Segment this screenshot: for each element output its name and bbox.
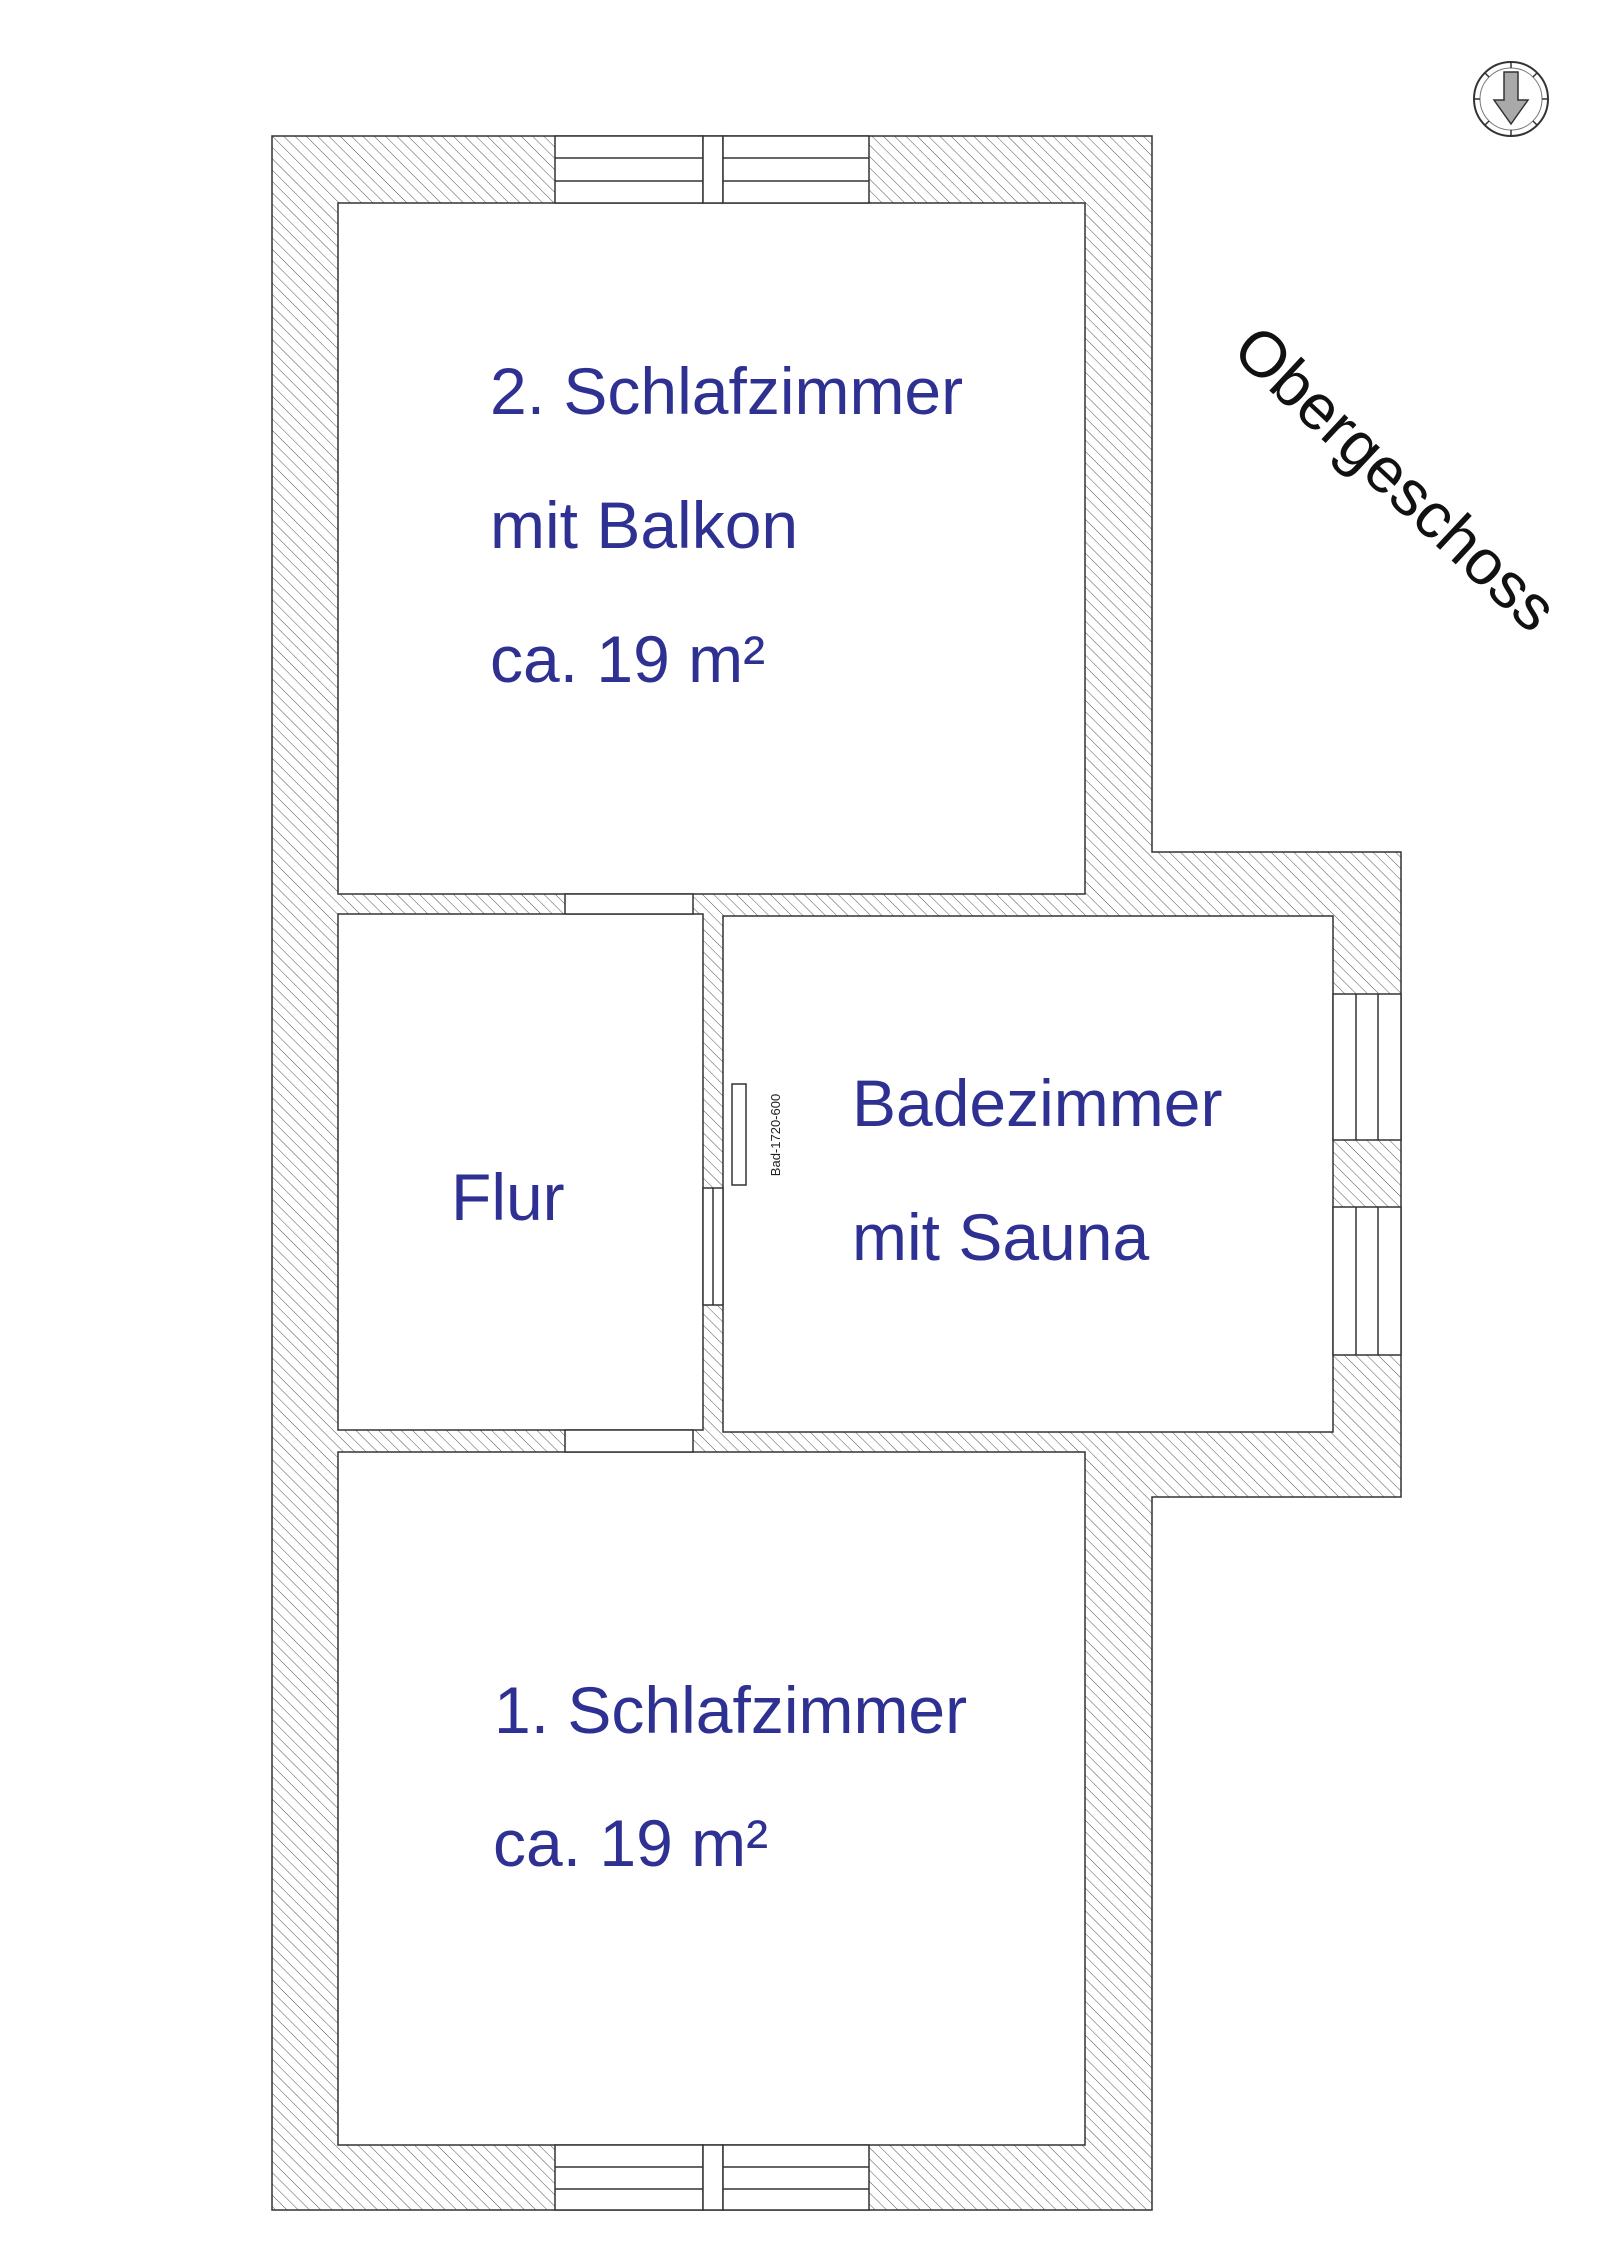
window-bottom xyxy=(554,2144,870,2211)
bathroom-name: Badezimmer xyxy=(852,1066,1222,1140)
hall-name: Flur xyxy=(451,1160,565,1234)
bedroom-1-name: 1. Schlafzimmer xyxy=(494,1673,967,1747)
window-bathroom-upper xyxy=(1332,993,1402,1141)
walls xyxy=(272,136,1401,2210)
room-outline-bathroom xyxy=(722,915,1334,1433)
outer-wall-outline xyxy=(271,135,1402,2211)
compass-arrow-icon xyxy=(1473,61,1549,137)
bedroom-1-area: ca. 19 m² xyxy=(493,1806,768,1880)
window-top xyxy=(554,135,870,204)
door-hall-bedroom-1 xyxy=(564,1429,694,1453)
door-bedroom-2-hall xyxy=(564,893,694,915)
room-outline-bedroom-1 xyxy=(337,1451,1086,2146)
bedroom-2-note: mit Balkon xyxy=(490,488,798,562)
room-outline-hall xyxy=(337,913,704,1431)
bedroom-2-name: 2. Schlafzimmer xyxy=(490,354,963,428)
plan-title: Obergeschoss xyxy=(1220,311,1571,645)
door-hall-bathroom xyxy=(702,1187,724,1306)
sauna-fixture xyxy=(731,1083,747,1186)
bedroom-2-area: ca. 19 m² xyxy=(490,622,765,696)
fixture-label: Bad-1720-600 xyxy=(768,1094,783,1176)
bathroom-note: mit Sauna xyxy=(852,1200,1149,1274)
window-bathroom-lower xyxy=(1332,1206,1402,1356)
